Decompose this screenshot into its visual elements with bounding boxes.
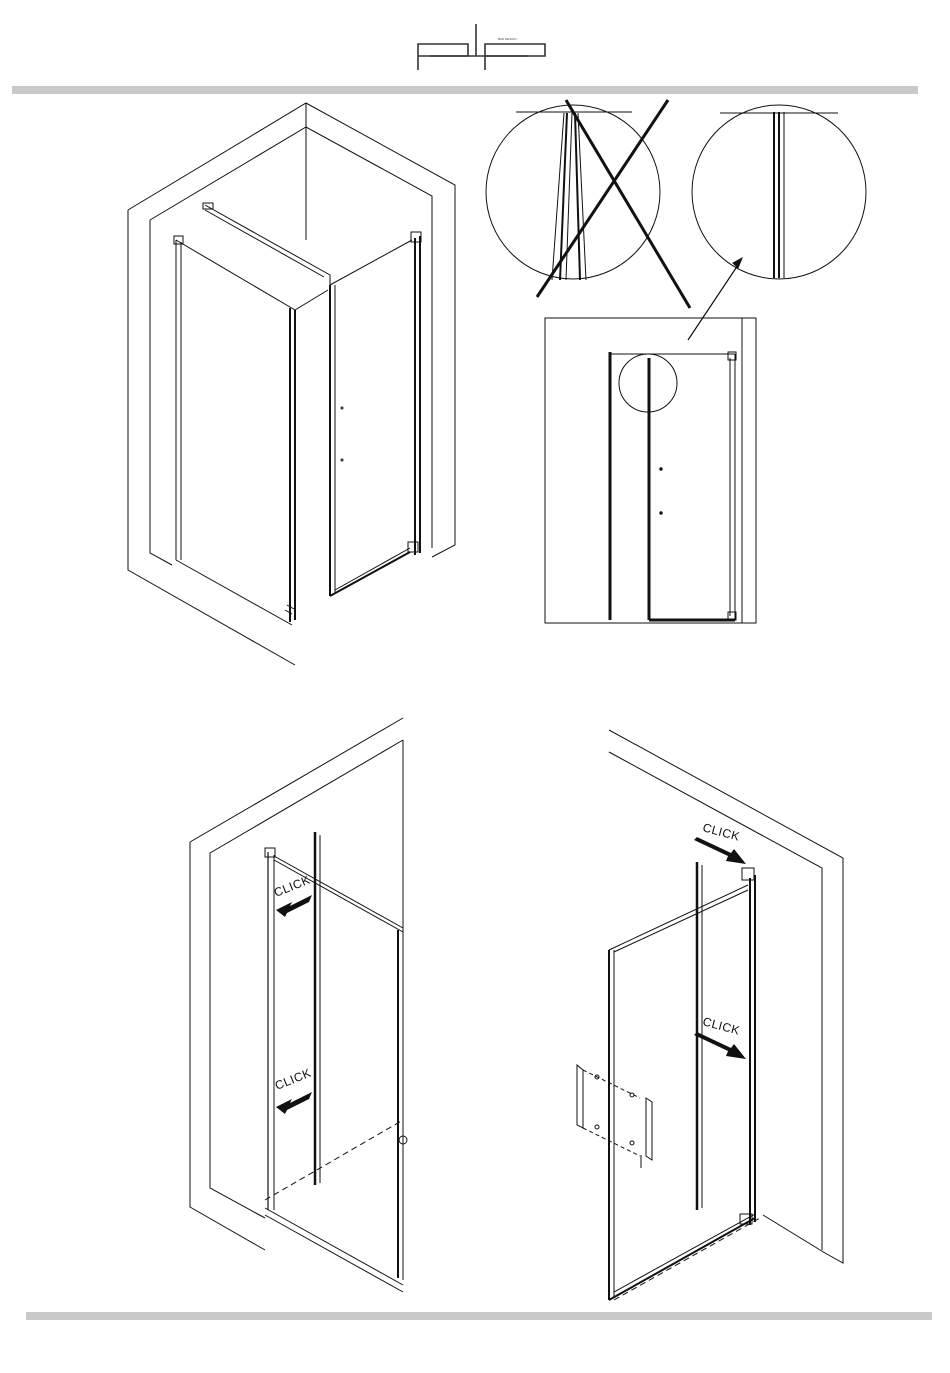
step-2-alignment-detail: [486, 100, 866, 623]
arrow-icon: [688, 258, 742, 340]
click-label-1: CLICK: [272, 873, 312, 900]
click-label-3: CLICK: [701, 820, 741, 843]
step-1-isometric-enclosure: [128, 103, 455, 665]
click-label-4: CLICK: [701, 1014, 741, 1037]
arrow-icon: [276, 895, 312, 917]
arrow-icon: [276, 1092, 312, 1114]
step-3-fixed-panel: [190, 718, 407, 1292]
click-label-2: CLICK: [273, 1066, 313, 1093]
incorrect-detail-circle: [486, 105, 660, 279]
click-arrows: [276, 837, 746, 1114]
